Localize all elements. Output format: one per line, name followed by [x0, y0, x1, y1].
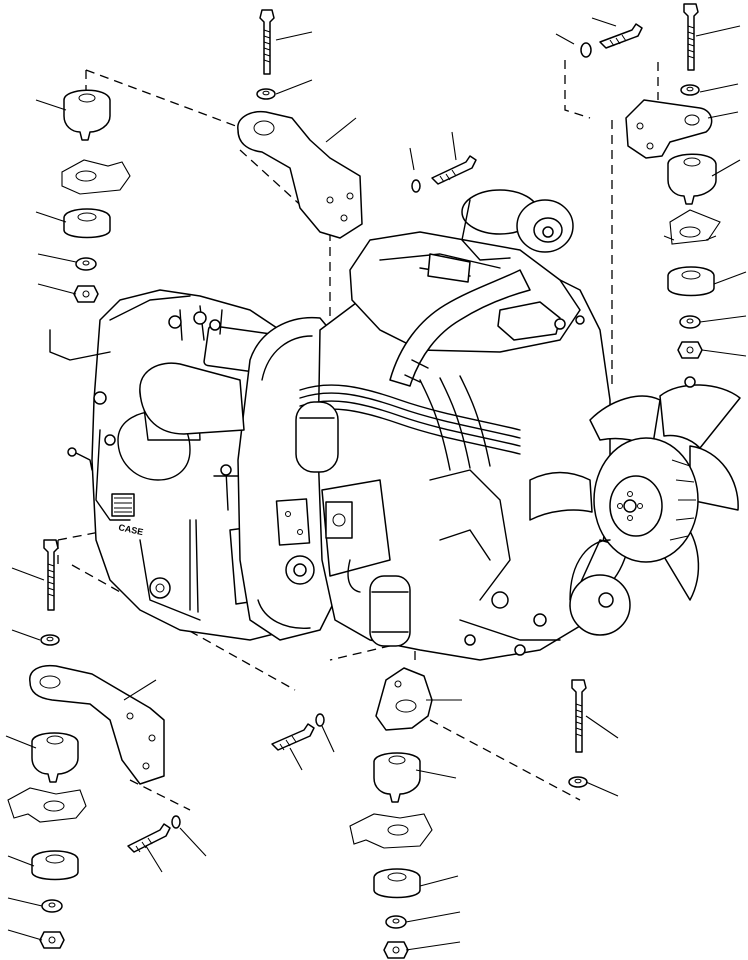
bolt-top-center	[259, 9, 275, 75]
bolt-top-right-long	[683, 3, 699, 71]
top-center-mount-group	[237, 9, 363, 239]
top-left-mount-group	[61, 89, 131, 303]
washer-bottom-center	[385, 915, 407, 929]
engine-bracket-bottom-right	[375, 667, 433, 731]
washer-left-upper	[75, 257, 97, 271]
bottom-small-bolts	[127, 713, 325, 853]
mount-cushion-right-upper	[667, 153, 717, 205]
bottom-left-mount-group	[7, 539, 165, 949]
mount-cushion-bottom-left-lower	[31, 850, 79, 881]
nut-bottom-center	[383, 941, 409, 959]
washer-center	[411, 179, 421, 193]
washer-bottom-left-b	[41, 899, 63, 913]
mount-cushion-bottom-left-upper	[31, 732, 79, 783]
center-bolt-group	[411, 155, 477, 193]
bolt-bottom-left	[43, 539, 59, 611]
bottom-right-mount-group	[568, 679, 588, 788]
bolt-top-right-short	[599, 23, 643, 49]
mount-cushion-right-lower	[667, 266, 715, 297]
washer-bottom-left-a	[40, 634, 60, 646]
washer-top-right-a	[580, 42, 592, 58]
washer-bottom-right	[568, 776, 588, 788]
bottom-center-mount-group	[349, 667, 433, 959]
nut-left-upper	[73, 285, 99, 303]
washer-right-lower	[679, 315, 701, 329]
flywheel-housing	[237, 316, 336, 641]
engine-block	[139, 189, 611, 661]
engine-bracket-bottom-left	[29, 664, 165, 785]
top-right-mount-group	[580, 3, 721, 359]
mount-cushion-left-upper	[63, 89, 111, 141]
nut-bottom-left	[39, 931, 65, 949]
washer-top-center	[256, 88, 276, 100]
mount-cushion-bottom-center-lower	[373, 868, 421, 899]
bolt-bottom-left-short	[127, 823, 171, 853]
nut-right	[677, 341, 703, 359]
washer-top-right-b	[680, 84, 700, 96]
engine-bracket-right	[625, 99, 713, 159]
bolt-center-short	[431, 155, 477, 185]
washer-bottom-center-short	[315, 713, 325, 727]
mount-cushion-bottom-center-upper	[373, 752, 421, 803]
callout-leader-lines	[5, 17, 747, 951]
cooling-fan	[529, 376, 741, 636]
mount-cushion-left-lower	[63, 208, 111, 239]
washer-bottom-left-short	[171, 815, 181, 829]
bolt-bottom-right	[571, 679, 587, 753]
engine-bracket-top	[237, 110, 363, 239]
